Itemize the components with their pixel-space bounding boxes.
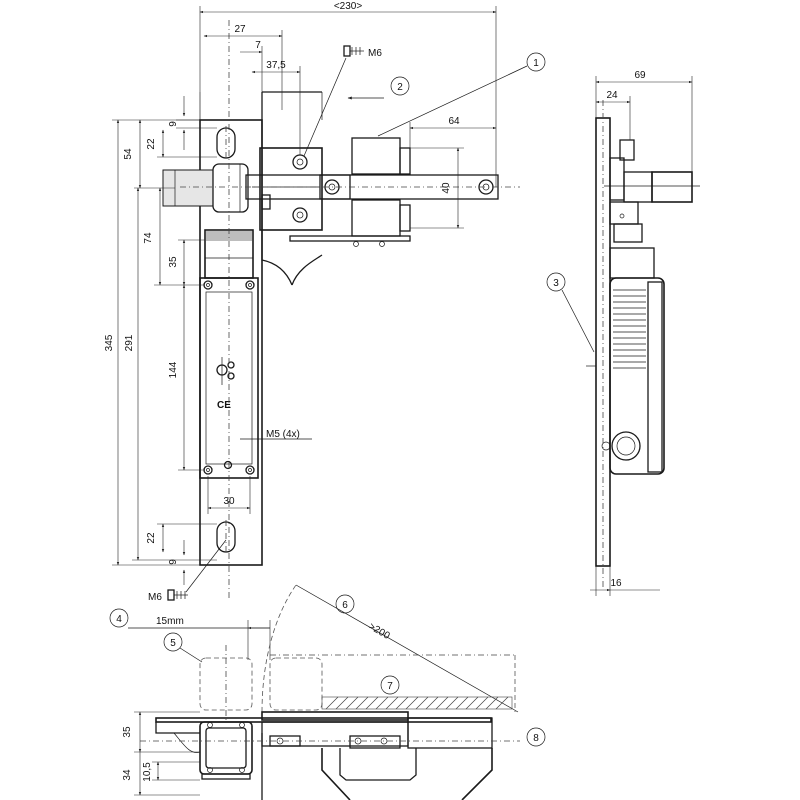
dim-74: 74 bbox=[143, 232, 154, 244]
callout-3: 3 bbox=[553, 278, 559, 289]
cooling-ribs bbox=[613, 289, 646, 369]
dim-22-bottom: 22 bbox=[146, 532, 157, 544]
top-switch bbox=[199, 721, 253, 775]
dim-35-front: 35 bbox=[168, 256, 179, 268]
front-view: CE M6 bbox=[148, 20, 546, 603]
dim-24: 24 bbox=[606, 90, 618, 101]
dim-37-5: 37,5 bbox=[266, 60, 286, 71]
dim-291: 291 bbox=[124, 334, 135, 351]
callout-4: 4 bbox=[116, 614, 122, 625]
dim-230: <230> bbox=[334, 1, 363, 12]
top-view-dimensions: 35 34 10,5 bbox=[122, 711, 200, 796]
side-actuator bbox=[651, 171, 693, 203]
front-dimensions: <230> 27 7 37,5 64 40 9 22 bbox=[104, 1, 497, 585]
callout-1: 1 bbox=[533, 58, 539, 69]
dim-22-top: 22 bbox=[146, 138, 157, 150]
callout-7: 7 bbox=[387, 681, 393, 692]
callout-5: 5 bbox=[170, 638, 176, 649]
dim-9-top: 9 bbox=[168, 121, 179, 127]
callout-8: 8 bbox=[533, 733, 539, 744]
side-switch-body bbox=[609, 277, 665, 475]
dim-30: 30 bbox=[223, 496, 235, 507]
dim-64: 64 bbox=[448, 116, 460, 127]
side-dimensions: 69 24 16 bbox=[590, 70, 693, 596]
dim-15mm: 15mm bbox=[156, 616, 184, 627]
dim-7: 7 bbox=[255, 40, 261, 51]
dim-10-5: 10,5 bbox=[142, 762, 153, 782]
ce-mark: CE bbox=[217, 400, 231, 411]
dim-27: 27 bbox=[234, 24, 246, 35]
m6-bottom-label: M6 bbox=[148, 592, 162, 603]
dim-34: 34 bbox=[122, 769, 133, 781]
dim-54: 54 bbox=[123, 148, 134, 160]
callout-6: 6 bbox=[342, 600, 348, 611]
dim-40: 40 bbox=[441, 182, 452, 194]
guard-hatching bbox=[325, 696, 509, 710]
dim-9-bottom: 9 bbox=[168, 559, 179, 565]
top-view: 4 15mm 5 bbox=[109, 584, 546, 800]
actuator-block bbox=[212, 163, 249, 213]
dim-144: 144 bbox=[168, 361, 179, 378]
dim-200: >200 bbox=[367, 621, 392, 642]
m6-top-label: M6 bbox=[368, 48, 382, 59]
dim-16: 16 bbox=[610, 578, 622, 589]
dim-345: 345 bbox=[104, 334, 115, 351]
callout-2: 2 bbox=[397, 82, 403, 93]
side-view: 3 bbox=[546, 100, 700, 590]
dim-69: 69 bbox=[634, 70, 646, 81]
actuator-bracket bbox=[259, 147, 323, 231]
m5-label: M5 (4x) bbox=[266, 429, 300, 440]
side-plate bbox=[595, 117, 611, 567]
dim-35-top: 35 bbox=[122, 726, 133, 738]
